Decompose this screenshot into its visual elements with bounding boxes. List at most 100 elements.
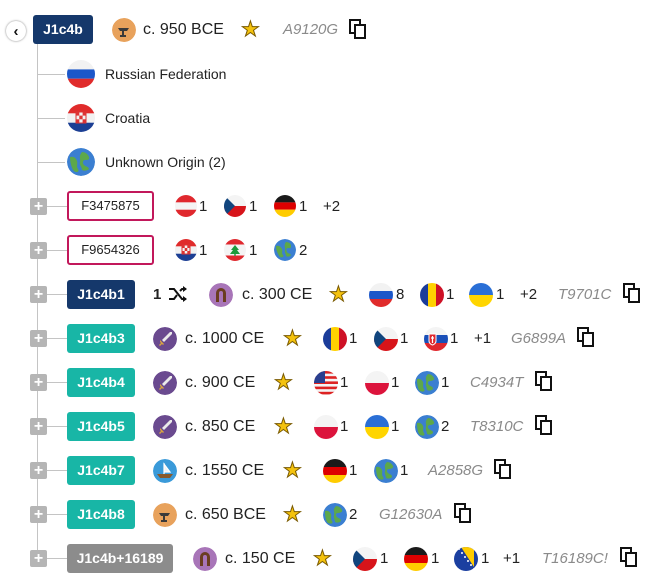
flag-russia-icon (369, 283, 393, 307)
root-haplogroup-badge[interactable]: J1c4b (33, 15, 93, 44)
flag-count: 1 (340, 374, 349, 391)
star-icon[interactable]: ★ (274, 415, 294, 438)
flag-count: 1 (299, 198, 308, 215)
copy-icon[interactable] (577, 327, 595, 347)
globe-icon (323, 503, 347, 527)
globe-icon (415, 371, 439, 395)
flag-count: 8 (396, 286, 405, 303)
copy-icon[interactable] (454, 503, 472, 523)
branch-badge[interactable]: J1c4b1 (67, 280, 135, 309)
flag-czechia-icon (224, 195, 246, 217)
flag-austria-icon (175, 195, 197, 217)
mutation-code: T16189C! (542, 550, 608, 567)
era-date: c. 300 CE (242, 286, 313, 303)
expand-button[interactable]: + (30, 198, 47, 215)
flag-count: 1 (199, 242, 208, 259)
sword-icon (153, 415, 177, 439)
country-name: Unknown Origin (2) (105, 154, 226, 170)
flag-russia-icon (67, 60, 95, 88)
sample-id-badge[interactable]: F9654326 (67, 235, 154, 265)
expand-button[interactable]: + (30, 286, 47, 303)
globe-icon (67, 148, 95, 176)
branch-badge[interactable]: J1c4b8 (67, 500, 135, 529)
branch-badge[interactable]: J1c4b5 (67, 412, 135, 441)
mutation-code: T8310C (470, 418, 524, 435)
tree-branch-line (47, 250, 67, 251)
star-icon[interactable]: ★ (274, 371, 294, 394)
copy-icon[interactable] (349, 19, 367, 39)
country-name: Russian Federation (105, 66, 227, 82)
branch-badge[interactable]: J1c4b7 (67, 456, 135, 485)
star-icon[interactable]: ★ (283, 503, 303, 526)
star-icon[interactable]: ★ (283, 327, 303, 350)
mutation-code: A9120G (283, 21, 339, 38)
globe-icon (274, 239, 296, 261)
expand-button[interactable]: + (30, 330, 47, 347)
era-date: c. 850 CE (185, 418, 256, 435)
star-icon[interactable]: ★ (329, 283, 349, 306)
flag-count: 1 (400, 462, 409, 479)
star-icon[interactable]: ★ (241, 18, 261, 41)
anvil-icon (112, 18, 136, 42)
subbranch-count: 1 (153, 286, 162, 303)
branch-badge[interactable]: J1c4b3 (67, 324, 135, 353)
flag-count: 1 (249, 242, 258, 259)
expand-button[interactable]: + (30, 242, 47, 259)
flag-slovakia-icon (424, 327, 448, 351)
tree-branch-line (37, 162, 65, 163)
copy-icon[interactable] (623, 283, 641, 303)
tree-branch-line (47, 470, 67, 471)
more-count: +2 (323, 198, 341, 215)
copy-icon[interactable] (620, 547, 638, 567)
plus-icon: + (33, 374, 44, 391)
flag-germany-icon (323, 459, 347, 483)
flag-count: 1 (496, 286, 505, 303)
mutation-code: G6899A (511, 330, 567, 347)
star-icon[interactable]: ★ (283, 459, 303, 482)
flag-count: 1 (199, 198, 208, 215)
branch-badge[interactable]: J1c4b4 (67, 368, 135, 397)
plus-icon: + (33, 462, 44, 479)
expand-button[interactable]: + (30, 506, 47, 523)
flag-count: 1 (446, 286, 455, 303)
tree-branch-line (37, 74, 65, 75)
tree-branch-line (47, 514, 67, 515)
branch-split-icon (169, 286, 187, 302)
mutation-code: T9701C (558, 286, 612, 303)
flag-usa-icon (314, 371, 338, 395)
sample-id-badge[interactable]: F3475875 (67, 191, 154, 221)
plus-icon: + (33, 242, 44, 259)
flag-romania-icon (420, 283, 444, 307)
back-button[interactable]: ‹ (6, 21, 26, 41)
star-icon[interactable]: ★ (313, 547, 333, 570)
copy-icon[interactable] (535, 415, 553, 435)
expand-button[interactable]: + (30, 550, 47, 567)
expand-button[interactable]: + (30, 462, 47, 479)
copy-icon[interactable] (535, 371, 553, 391)
tree-branch-line (47, 294, 67, 295)
flag-count: 1 (391, 418, 400, 435)
mutation-code: G12630A (379, 506, 443, 523)
sword-icon (153, 327, 177, 351)
flag-count: 1 (431, 550, 440, 567)
flag-count: 1 (400, 330, 409, 347)
flag-count: 2 (441, 418, 450, 435)
flag-count: 1 (349, 330, 358, 347)
plus-icon: + (33, 506, 44, 523)
flag-germany-icon (274, 195, 296, 217)
plus-icon: + (33, 198, 44, 215)
copy-icon[interactable] (494, 459, 512, 479)
expand-button[interactable]: + (30, 418, 47, 435)
tree-branch-line (47, 426, 67, 427)
era-date: c. 950 BCE (143, 21, 224, 38)
flag-croatia-icon (67, 104, 95, 132)
flag-count: 2 (349, 506, 358, 523)
sword-icon (153, 371, 177, 395)
branch-badge[interactable]: J1c4b+16189 (67, 544, 173, 573)
tree-branch-line (47, 558, 67, 559)
expand-button[interactable]: + (30, 374, 47, 391)
era-date: c. 1000 CE (185, 330, 265, 347)
more-count: +1 (474, 330, 492, 347)
mutation-code: A2858G (428, 462, 484, 479)
flag-count: 1 (340, 418, 349, 435)
